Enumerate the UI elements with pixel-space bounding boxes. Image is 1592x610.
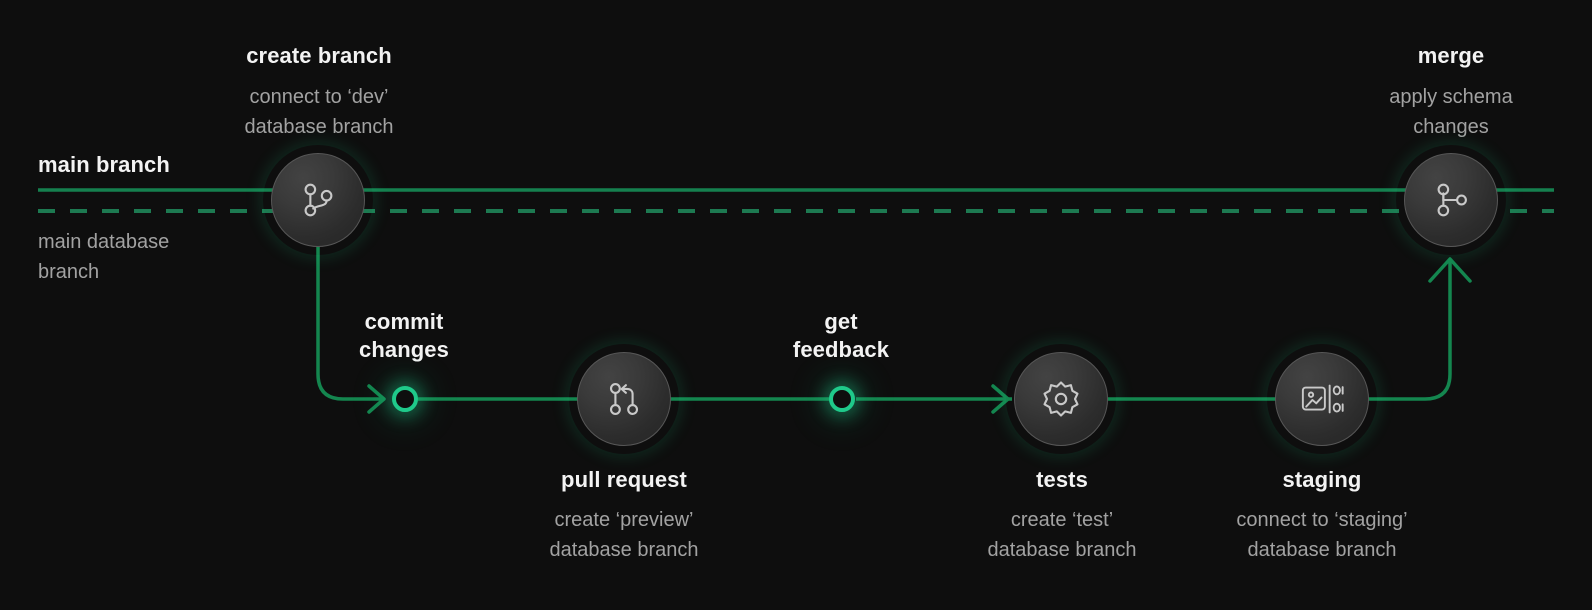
merge-title: merge: [1417, 43, 1485, 68]
main-database-branch-label-line2: branch: [38, 261, 100, 283]
node-pull-request[interactable]: [577, 352, 671, 446]
staging-to-merge-line: [1366, 260, 1452, 401]
create-branch-subtitle-line1: connect to ‘dev’: [249, 86, 389, 108]
staging-subtitle-line2: database branch: [1247, 539, 1397, 561]
pull-request-title: pull request: [561, 467, 687, 492]
get-feedback-title: get feedback: [721, 308, 961, 363]
node-tests[interactable]: [1014, 352, 1108, 446]
node-merge[interactable]: [1404, 153, 1498, 247]
pull-request-subtitle-line2: database branch: [549, 539, 699, 561]
merge-subtitle: apply schema changes: [1389, 82, 1512, 142]
create-branch-subtitle-line2: database branch: [244, 116, 394, 138]
staging-subtitle-line1: connect to ‘staging’: [1236, 509, 1408, 531]
tests-subtitle-line1: create ‘test’: [1010, 509, 1114, 531]
git-branch-icon: [297, 179, 339, 221]
create-branch-subtitle: connect to ‘dev’ database branch: [244, 82, 393, 142]
merge-subtitle-line1: apply schema: [1389, 86, 1513, 108]
commit-changes-title-line2: changes: [359, 336, 449, 362]
arrow-into-commit-icon: [367, 384, 386, 414]
tests-subtitle-line2: database branch: [987, 539, 1137, 561]
tests-title: tests: [1036, 467, 1088, 492]
arrow-into-tests-icon: [991, 384, 1010, 414]
merge-subtitle-line2: changes: [1413, 116, 1489, 138]
node-staging[interactable]: [1275, 352, 1369, 446]
pull-request-subtitle: create ‘preview’ database branch: [549, 505, 698, 565]
get-feedback-title-line1: get: [824, 309, 858, 334]
node-commit-changes[interactable]: [392, 386, 418, 412]
tests-subtitle: create ‘test’ database branch: [987, 505, 1136, 565]
gear-icon: [1039, 377, 1083, 421]
staging-subtitle: connect to ‘staging’ database branch: [1236, 505, 1407, 565]
create-branch-title: create branch: [246, 43, 392, 68]
node-get-feedback[interactable]: [829, 386, 855, 412]
node-create-branch[interactable]: [271, 153, 365, 247]
main-branch-label: main branch: [38, 152, 170, 177]
main-database-branch-label: main database branch: [38, 227, 169, 287]
image-binary-icon: [1300, 379, 1344, 419]
pull-request-subtitle-line1: create ‘preview’: [554, 509, 694, 531]
staging-title: staging: [1282, 467, 1362, 492]
git-pull-request-icon: [603, 378, 645, 420]
commit-changes-title-line1: commit: [364, 309, 444, 334]
arrow-into-merge-icon: [1428, 257, 1472, 283]
main-database-branch-label-line1: main database: [38, 231, 170, 253]
git-merge-icon: [1430, 179, 1472, 221]
commit-changes-title: commit changes: [294, 308, 514, 363]
get-feedback-title-line2: feedback: [792, 336, 890, 362]
